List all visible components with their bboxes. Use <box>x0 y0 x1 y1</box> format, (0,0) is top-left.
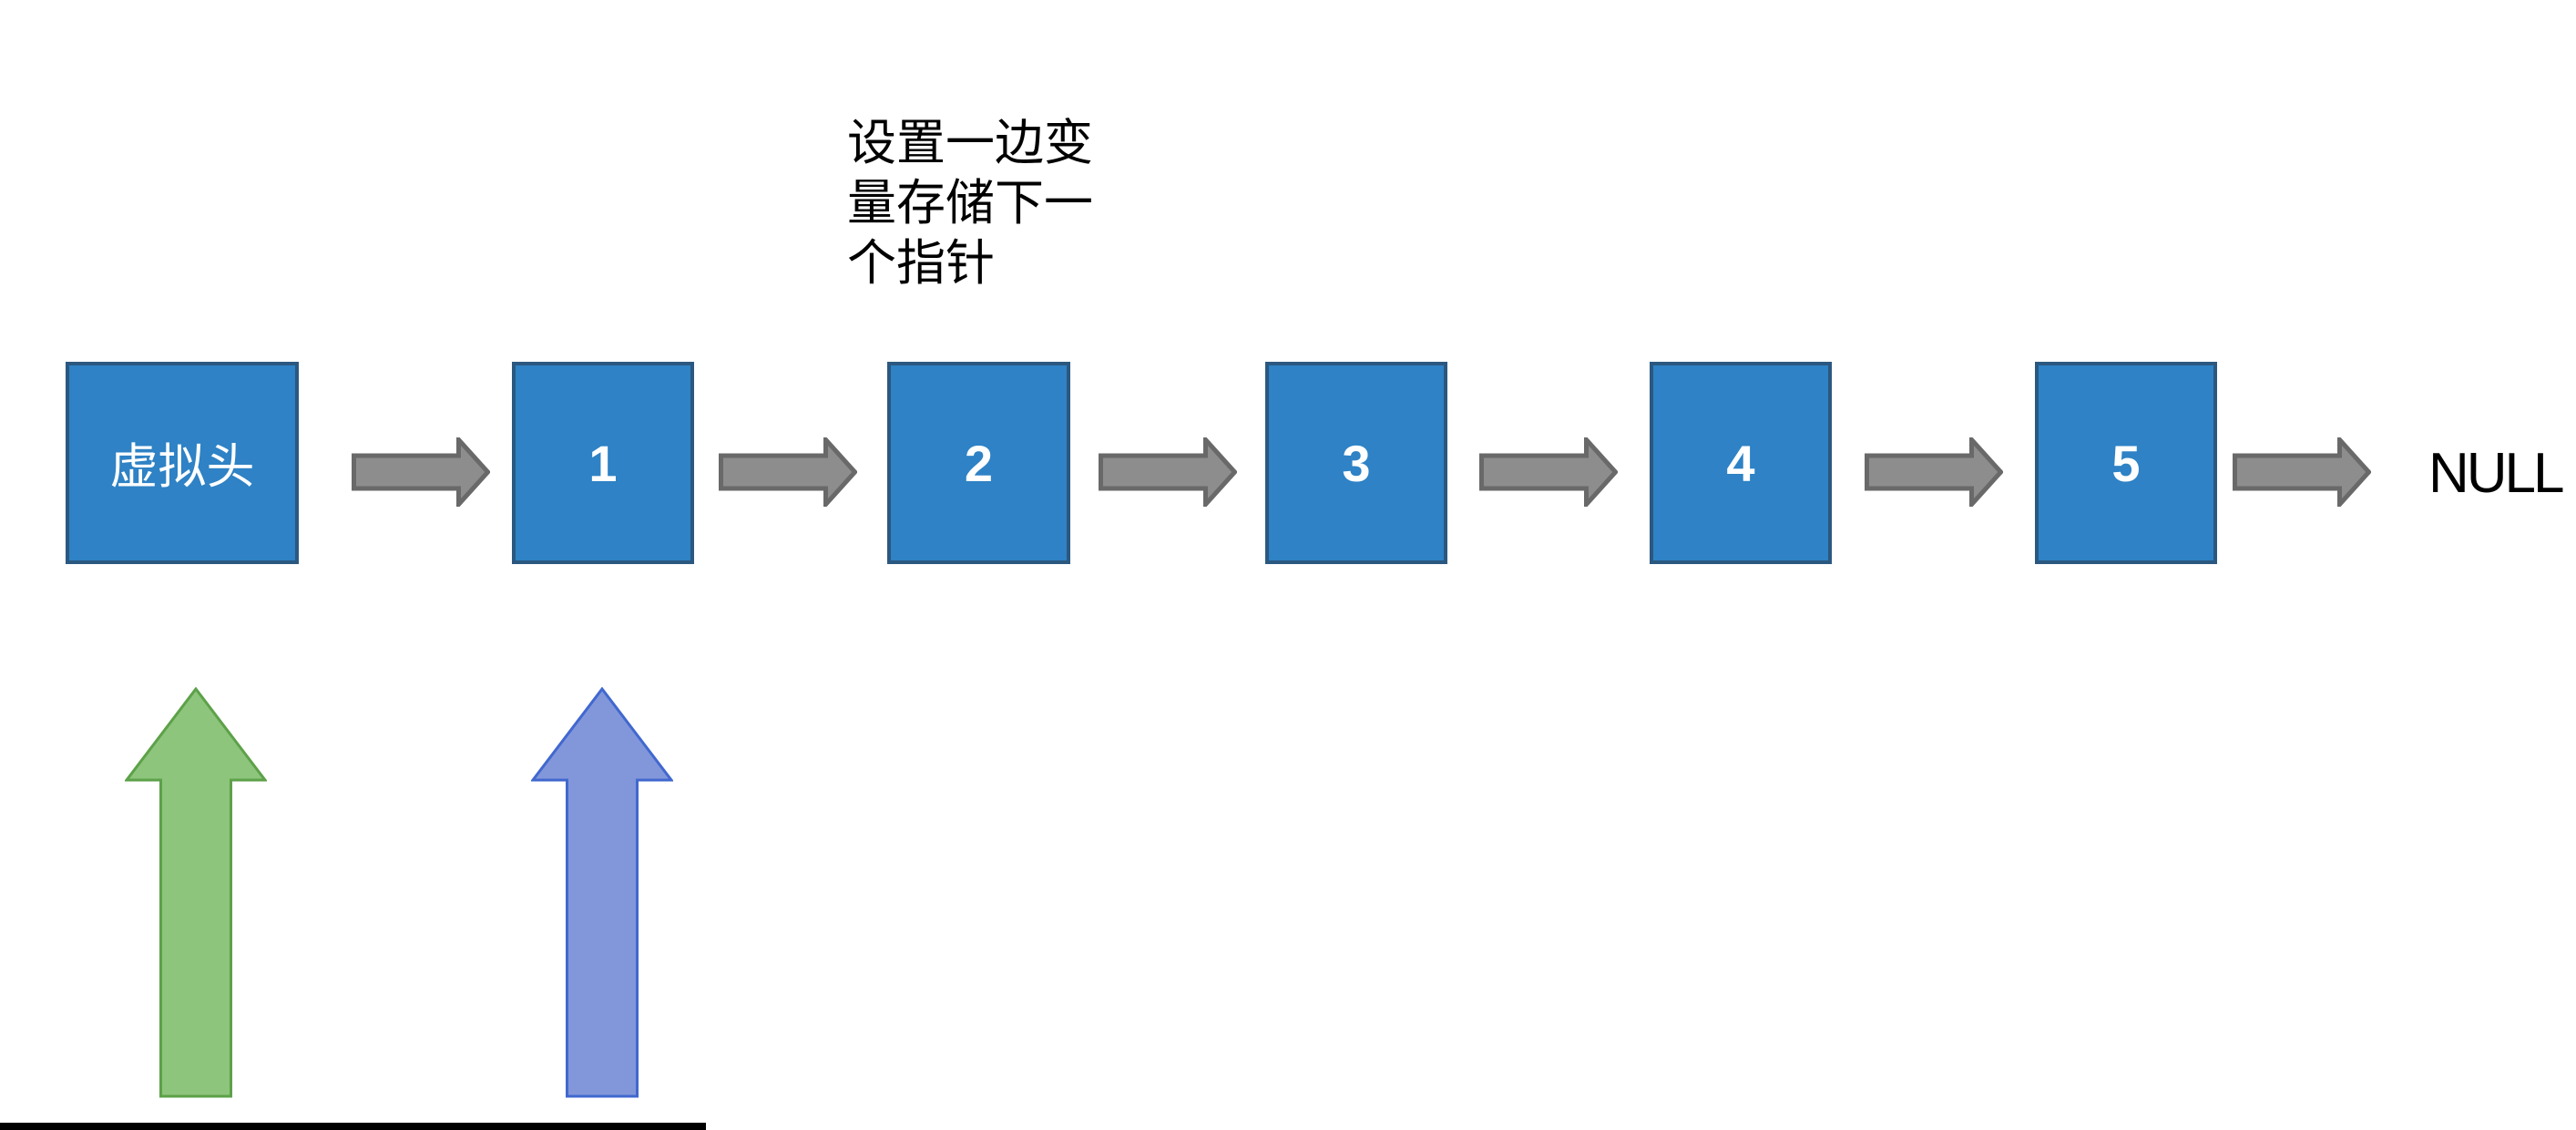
node-2: 2 <box>887 362 1070 564</box>
node-4: 4 <box>1650 362 1832 564</box>
node-dummy-head: 虚拟头 <box>66 362 299 564</box>
gray-right-arrow-icon <box>1479 437 1618 507</box>
node-2-label: 2 <box>964 434 994 492</box>
node-5: 5 <box>2035 362 2217 564</box>
node-1-label: 1 <box>588 434 618 492</box>
node-4-label: 4 <box>1726 434 1755 492</box>
bottom-edge-bar <box>0 1123 706 1130</box>
gray-right-arrow-icon <box>719 437 857 507</box>
annotation-text: 设置一边变 量存储下一 个指针 <box>847 114 1093 292</box>
node-dummy-head-label: 虚拟头 <box>109 439 255 495</box>
green-up-arrow-icon <box>125 687 267 1098</box>
gray-right-arrow-icon <box>352 437 490 507</box>
gray-right-arrow-icon <box>2233 437 2371 507</box>
blue-up-arrow-icon <box>531 687 673 1098</box>
node-1: 1 <box>512 362 694 564</box>
node-5-label: 5 <box>2111 434 2141 492</box>
node-3: 3 <box>1265 362 1447 564</box>
node-3-label: 3 <box>1342 434 1371 492</box>
gray-right-arrow-icon <box>1865 437 2003 507</box>
gray-right-arrow-icon <box>1099 437 1237 507</box>
null-terminator-label: NULL <box>2428 442 2565 505</box>
